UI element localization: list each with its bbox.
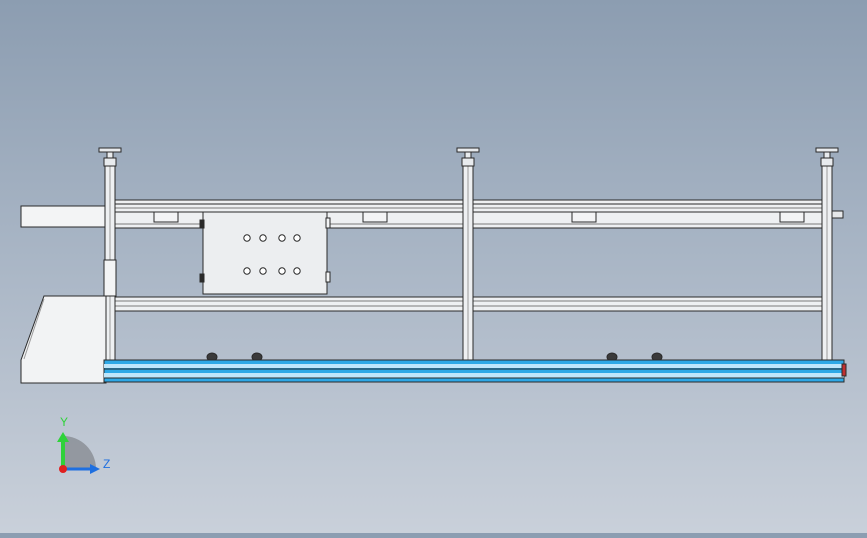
z-axis-label: Z xyxy=(103,457,110,471)
y-axis-arrow xyxy=(57,432,69,442)
control-box xyxy=(199,211,331,295)
rail-brackets xyxy=(153,211,805,223)
left-beam-extension xyxy=(20,205,106,228)
orientation-triad: Y Z xyxy=(57,415,110,474)
leg-clamp xyxy=(103,259,117,297)
z-axis-arrow xyxy=(90,464,100,474)
motor-housing xyxy=(20,295,107,384)
adjustable-feet xyxy=(98,147,839,167)
conveyor-model[interactable] xyxy=(20,147,847,384)
x-axis-dot xyxy=(59,465,67,473)
y-axis-label: Y xyxy=(60,415,68,429)
triad-quadrant xyxy=(63,436,96,469)
conveyor-bolts xyxy=(206,352,663,362)
conveyor-belt xyxy=(103,359,847,383)
